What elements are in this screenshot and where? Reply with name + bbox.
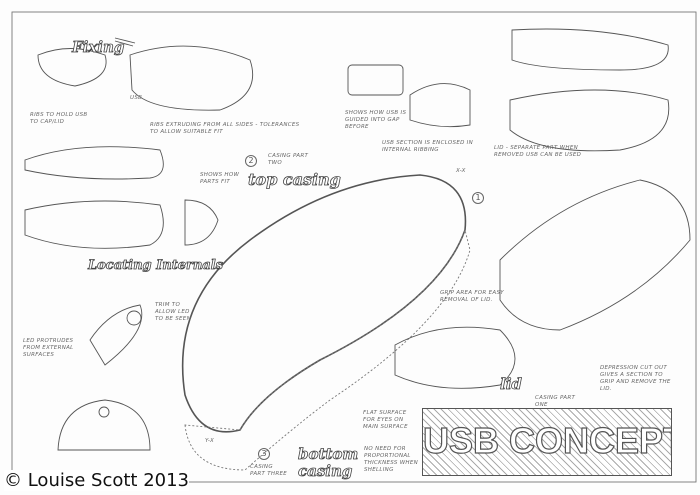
- usb-concept-title: USB CONCEPT: [423, 420, 672, 461]
- led-detail-sketch: [89, 304, 143, 366]
- note-casing-two: CASING PART TWO: [268, 153, 309, 166]
- end-view-led: [98, 406, 110, 418]
- note-enclosed: USB SECTION IS ENCLOSED IN INTERNAL RIBB…: [382, 140, 474, 153]
- number-three: 3: [258, 448, 270, 460]
- internal-top-sketch: [24, 200, 164, 249]
- note-no-need: NO NEED FOR PROPORTIONAL THICKNESS WHEN …: [364, 446, 419, 473]
- top-view-sketch: [509, 89, 670, 152]
- note-casing-three: CASING PART THREE: [250, 464, 288, 477]
- note-casing-one: CASING PART ONE: [535, 395, 576, 408]
- note-ribs-extruding: RIBS EXTRUDING FROM ALL SIDES - TOLERANC…: [150, 122, 300, 135]
- note-xx: X-X: [456, 168, 466, 174]
- arrow-sketch: [114, 37, 136, 47]
- bottom-casing-title: bottom casing: [298, 445, 359, 480]
- cap-section-sketch: [37, 48, 107, 87]
- number-two: 2: [245, 155, 257, 167]
- locating-internals-title: Locating Internals: [88, 258, 224, 274]
- note-grip: GRIP AREA FOR EASY REMOVAL OF LID.: [440, 290, 504, 303]
- note-trim: TRIM TO ALLOW LED TO BE SEEN: [155, 302, 191, 322]
- note-yx: Y-X: [205, 438, 215, 444]
- number-one-main: 1: [472, 192, 484, 204]
- note-shows-parts: SHOWS HOW PARTS FIT: [200, 172, 240, 185]
- usb-concept-banner: USB CONCEPT: [422, 408, 672, 476]
- bottom-casing-sketch: [184, 228, 471, 471]
- note-lid-separate: LID - SEPARATE PART WHEN REMOVED USB CAN…: [494, 145, 582, 158]
- note-depression: DEPRESSION CUT OUT GIVES A SECTION TO GR…: [600, 365, 671, 392]
- usb-stick-sketch: [347, 64, 404, 96]
- fixing-title: Fixing: [72, 38, 125, 57]
- lid-title: lid: [500, 375, 523, 394]
- copyright-text: © Louise Scott 2013: [4, 470, 190, 491]
- note-shows-how: SHOWS HOW USB IS GUIDED INTO GAP BEFORE: [345, 110, 407, 130]
- note-flat-surface: FLAT SURFACE FOR EYES ON MAIN SURFACE: [363, 410, 408, 430]
- cap-side-sketch: [184, 199, 219, 246]
- top-casing-title: top casing: [248, 170, 342, 190]
- note-usb: USB: [130, 95, 143, 101]
- note-ribs-hold: RIBS TO HOLD USB TO CAP/LID: [30, 112, 88, 125]
- lid-sketch: [394, 326, 516, 389]
- note-led: LED PROTRUDES FROM EXTERNAL SURFACES: [23, 338, 74, 358]
- cap-sketch: [129, 45, 254, 111]
- end-view-sketch: [57, 399, 151, 451]
- sheet-border: [11, 11, 697, 483]
- internal-side-sketch: [24, 146, 164, 180]
- side-view-sketch: [511, 28, 669, 71]
- top-casing-sketch: [181, 174, 467, 433]
- lid-small-sketch: [409, 83, 471, 128]
- hand-sketch: [499, 179, 691, 331]
- led-circle: [126, 310, 142, 326]
